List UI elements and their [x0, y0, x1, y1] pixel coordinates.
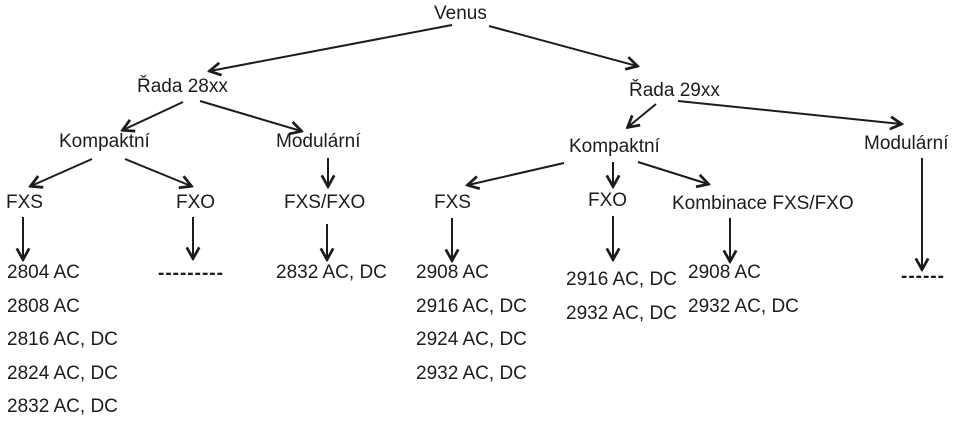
model-item: 2804 AC — [7, 262, 80, 283]
model-list-29xx-kombinace: 2908 AC 2932 AC, DC — [688, 256, 799, 323]
placeholder-28xx-fxo: --------- — [158, 263, 224, 284]
edge-28xx-kompaktni-to-fxo — [124, 158, 191, 186]
model-list-28xx-fxsfxo: 2832 AC, DC — [276, 256, 387, 290]
model-item: 2932 AC, DC — [566, 302, 677, 324]
model-list-28xx-fxs: 2804 AC 2808 AC 2816 AC, DC 2824 AC, DC … — [7, 256, 118, 423]
edge-29xx-to-kompaktni — [628, 103, 657, 127]
model-item: 2924 AC, DC — [416, 329, 527, 350]
edge-28xx-to-modularni — [199, 100, 301, 131]
edge-29xx-to-modularni — [677, 100, 901, 124]
model-item: 2908 AC — [688, 262, 761, 283]
model-item: 2832 AC, DC — [7, 396, 118, 417]
node-root: Venus — [434, 3, 487, 24]
node-29xx-fxs: FXS — [434, 192, 471, 213]
node-28xx-kompaktni: Kompaktní — [59, 131, 150, 152]
node-29xx-kompaktni: Kompaktní — [569, 136, 660, 157]
model-item: 2908 AC — [416, 262, 489, 283]
model-item: 2816 AC, DC — [7, 329, 118, 350]
node-28xx-modularni: Modulární — [276, 131, 361, 152]
edge-root-to-28xx — [210, 24, 453, 71]
edge-28xx-kompaktni-to-fxs — [31, 158, 93, 186]
node-29xx: Řada 29xx — [629, 80, 720, 101]
model-item: 2824 AC, DC — [7, 362, 118, 384]
node-29xx-modularni: Modulární — [864, 133, 949, 154]
model-item: 2832 AC, DC — [276, 262, 387, 283]
model-item: 2932 AC, DC — [688, 295, 799, 317]
model-item: 2932 AC, DC — [416, 362, 527, 384]
node-28xx-fxsfxo: FXS/FXO — [284, 192, 366, 213]
node-28xx: Řada 28xx — [137, 76, 228, 97]
node-29xx-fxo: FXO — [588, 190, 628, 211]
edge-root-to-29xx — [488, 25, 637, 66]
node-28xx-fxo: FXO — [176, 192, 216, 213]
model-list-29xx-fxs: 2908 AC 2916 AC, DC 2924 AC, DC 2932 AC,… — [416, 256, 527, 390]
edge-29xx-kompaktni-to-fxs — [468, 162, 565, 185]
model-item: 2916 AC, DC — [566, 269, 677, 290]
edge-29xx-kompaktni-to-kombinace — [637, 161, 708, 184]
model-item: 2808 AC — [7, 295, 80, 317]
model-item: 2916 AC, DC — [416, 295, 527, 317]
node-29xx-kombinace: Kombinace FXS/FXO — [672, 193, 854, 214]
model-list-29xx-fxo: 2916 AC, DC 2932 AC, DC — [566, 263, 677, 330]
edge-28xx-to-kompaktni — [123, 101, 184, 130]
node-28xx-fxs: FXS — [6, 192, 43, 213]
placeholder-29xx-modularni: ------ — [901, 266, 945, 287]
